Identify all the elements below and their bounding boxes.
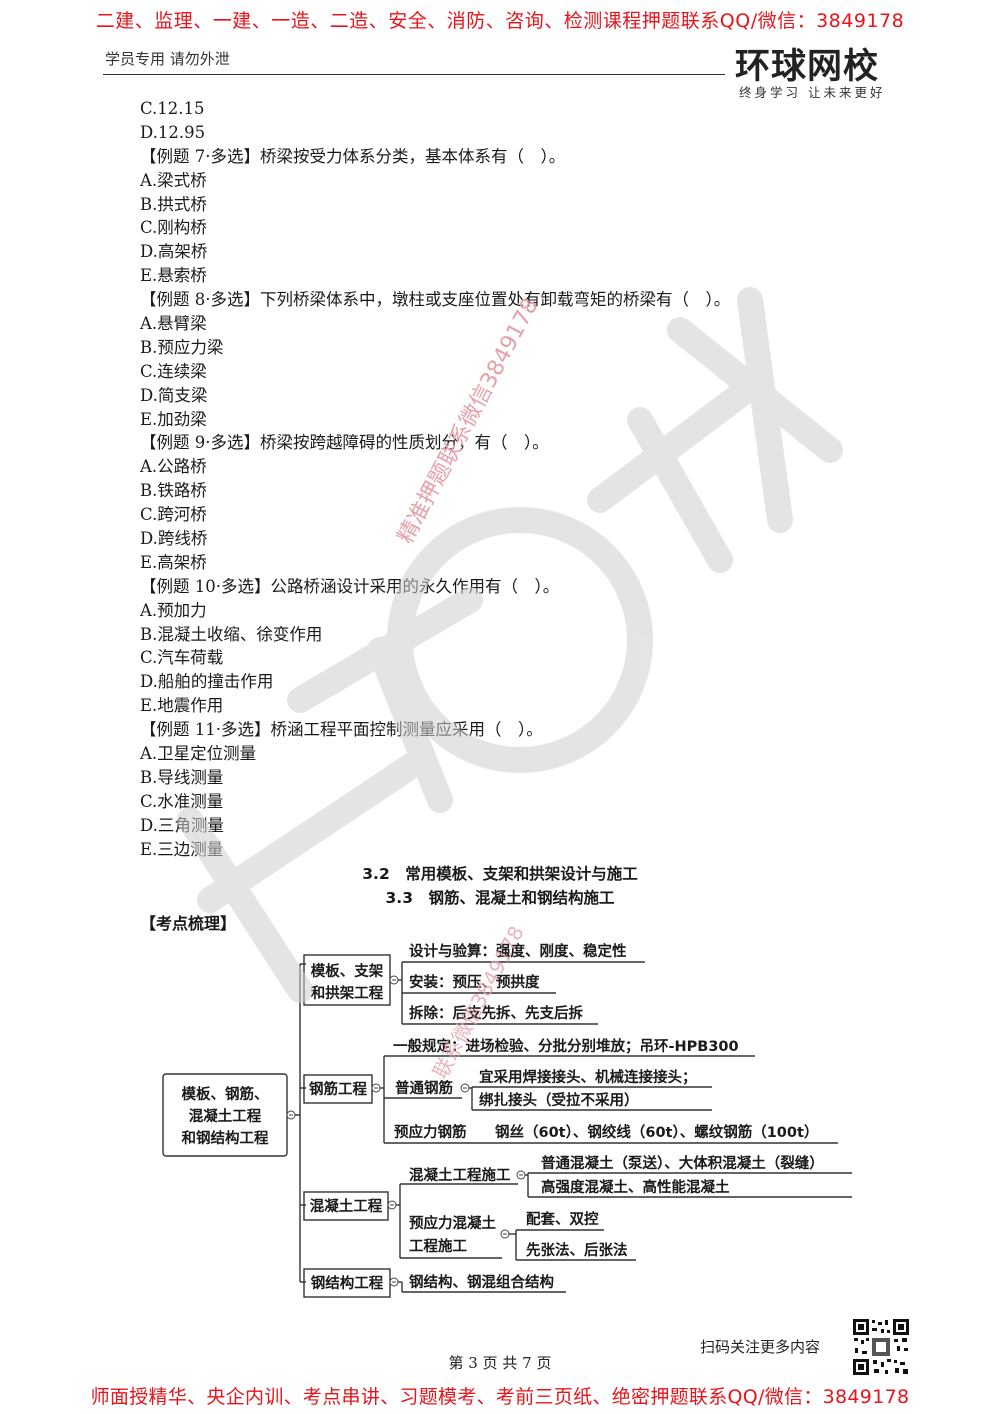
question-title: 【例题 9·多选】桥梁按跨越障碍的性质划分，有（ ）。 — [140, 433, 549, 453]
section-titles: 3.2 常用模板、支架和拱架设计与施工 3.3 钢筋、混凝土和钢结构施工 — [0, 862, 1000, 910]
option: D.高架桥 — [140, 242, 208, 262]
option: B.导线测量 — [140, 767, 224, 787]
formwork-item: 安装：预压、预拱度 — [409, 973, 540, 991]
text-line: C.12.15 — [140, 99, 205, 118]
concrete-construction-label: 混凝土工程施工 — [409, 1166, 511, 1184]
text-line: D.12.95 — [140, 122, 206, 142]
option: E.悬索桥 — [140, 266, 207, 286]
root-label: 混凝土工程 — [189, 1107, 262, 1125]
mind-map: 模板、钢筋、 混凝土工程 和钢结构工程 模板、支架 和拱架工程 设计与验算：强度… — [162, 942, 852, 1298]
bottom-banner: 师面授精华、央企内训、考点串讲、习题模考、考前三页纸、绝密押题联系QQ/微信：3… — [90, 1386, 910, 1408]
option: A.卫星定位测量 — [140, 744, 257, 764]
logo-title: 环球网校 — [735, 47, 880, 87]
concrete-prestressed-label: 工程施工 — [409, 1237, 467, 1255]
option: C.汽车荷载 — [140, 648, 224, 668]
root-label: 模板、钢筋、 — [182, 1085, 269, 1103]
option: C.水准测量 — [140, 791, 224, 811]
branch-formwork-label: 模板、支架 — [311, 962, 384, 980]
branch-rebar-label: 钢筋工程 — [309, 1080, 367, 1098]
option: D.跨线桥 — [140, 529, 208, 549]
option: B.预应力梁 — [140, 337, 224, 357]
rebar-prestressed-label: 预应力钢筋 — [394, 1123, 467, 1141]
question-title: 【例题 7·多选】桥梁按受力体系分类，基本体系有（ ）。 — [140, 146, 566, 166]
branch-concrete-label: 混凝土工程 — [310, 1197, 383, 1215]
question-title: 【例题 8·多选】下列桥梁体系中，墩柱或支座位置处有卸载弯矩的桥梁有（ ）。 — [140, 290, 731, 310]
question-list: C.12.15 D.12.95 【例题 7·多选】桥梁按受力体系分类，基本体系有… — [140, 97, 900, 862]
formwork-item: 拆除：后支先拆、先支后拆 — [409, 1004, 583, 1022]
option: A.悬臂梁 — [140, 314, 207, 334]
option: D.船舶的撞击作用 — [140, 672, 274, 692]
option: C.跨河桥 — [140, 505, 207, 525]
section-title-3-3: 3.3 钢筋、混凝土和钢结构施工 — [385, 889, 615, 907]
option: A.梁式桥 — [140, 170, 207, 190]
option: E.三边测量 — [140, 839, 224, 859]
option: D.三角测量 — [140, 815, 224, 835]
option: B.铁路桥 — [140, 481, 207, 501]
option: A.公路桥 — [140, 457, 207, 477]
section-title-3-2: 3.2 常用模板、支架和拱架设计与施工 — [362, 865, 638, 883]
rebar-ordinary-label: 普通钢筋 — [395, 1079, 453, 1097]
concrete-construction-item: 高强度混凝土、高性能混凝土 — [541, 1178, 730, 1196]
option: B.混凝土收缩、徐变作用 — [140, 624, 323, 644]
formwork-item: 设计与验算：强度、刚度、稳定性 — [409, 942, 627, 960]
logo: 环球网校 终身学习 让未来更好 — [735, 38, 915, 100]
header-rule — [103, 74, 725, 75]
root-label: 和钢结构工程 — [182, 1129, 269, 1147]
question-title: 【例题 10·多选】公路桥涵设计采用的永久作用有（ ）。 — [140, 576, 560, 596]
rebar-ordinary-item: 宜采用焊接接头、机械连接接头； — [479, 1068, 697, 1086]
branch-formwork-label: 和拱架工程 — [311, 984, 384, 1002]
rebar-prestressed-item: 钢丝（60t）、钢绞线（60t）、螺纹钢筋（100t） — [495, 1123, 818, 1141]
steel-item: 钢结构、钢混组合结构 — [409, 1273, 554, 1291]
concrete-construction-item: 普通混凝土（泵送）、大体积混凝土（裂缝） — [541, 1154, 824, 1172]
option: C.连续梁 — [140, 361, 207, 381]
concrete-prestressed-item: 配套、双控 — [526, 1210, 599, 1228]
concrete-prestressed-item: 先张法、后张法 — [526, 1241, 628, 1259]
option: E.加劲梁 — [140, 409, 207, 429]
top-banner: 二建、监理、一建、一造、二造、安全、消防、咨询、检测课程押题联系QQ/微信：38… — [95, 10, 905, 32]
question-title: 【例题 11·多选】桥涵工程平面控制测量应采用（ ）。 — [140, 720, 543, 740]
qr-code-icon[interactable] — [852, 1318, 910, 1376]
branch-steel-label: 钢结构工程 — [311, 1274, 384, 1292]
option: A.预加力 — [140, 600, 207, 620]
option: D.简支梁 — [140, 385, 208, 405]
scan-prompt: 扫码关注更多内容 — [700, 1338, 821, 1356]
page-number: 第 3 页 共 7 页 — [448, 1354, 552, 1372]
rebar-general: 一般规定：进场检验、分批分别堆放；吊环-HPB300 — [393, 1037, 739, 1055]
option: E.地震作用 — [140, 696, 224, 716]
logo-slogan: 终身学习 让未来更好 — [739, 85, 886, 100]
concrete-prestressed-label: 预应力混凝土 — [409, 1214, 496, 1232]
header-note: 学员专用 请勿外泄 — [105, 50, 230, 68]
option: C.刚构桥 — [140, 218, 207, 238]
option: B.拱式桥 — [140, 194, 207, 214]
rebar-ordinary-item: 绑扎接头（受拉不采用） — [479, 1091, 639, 1109]
option: E.高架桥 — [140, 552, 207, 572]
